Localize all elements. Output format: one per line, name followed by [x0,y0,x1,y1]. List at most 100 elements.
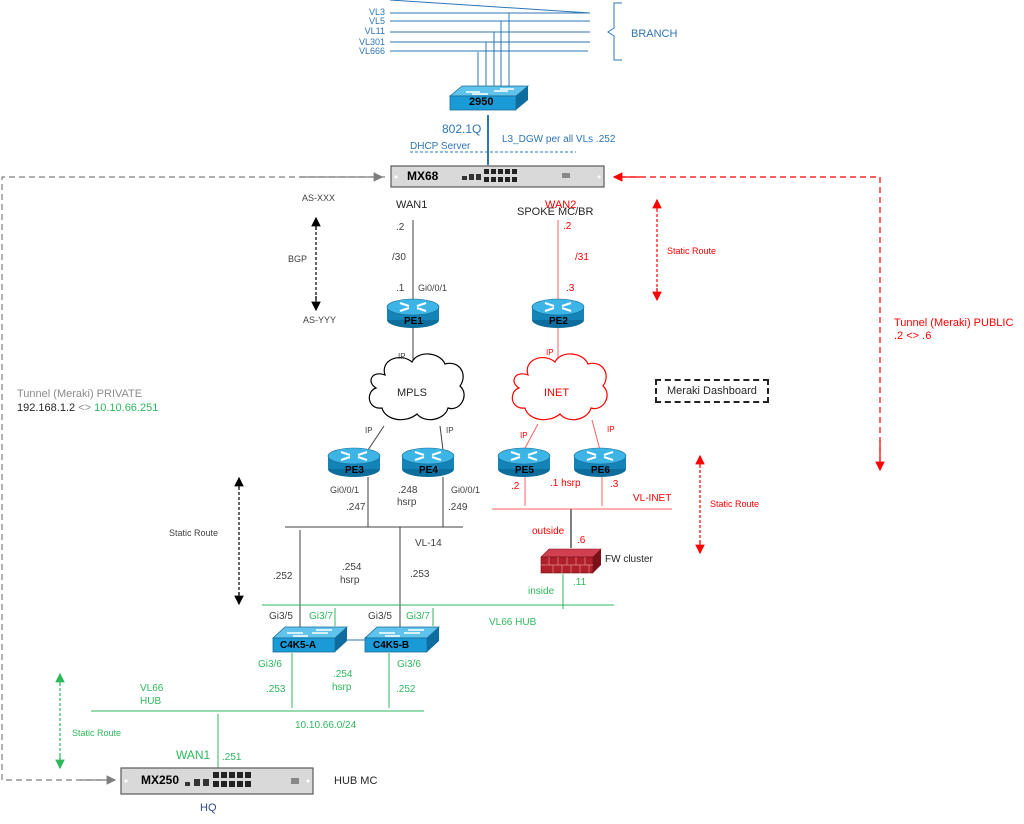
router-pe4-shape [401,447,455,477]
switch-2950-label: 2950 [469,96,494,108]
public-tunnel-title: Tunnel (Meraki) PUBLIC [894,317,1014,329]
router-pe1-label[interactable]: PE1 [404,316,423,327]
router-pe1-shape [386,298,440,328]
fw-outside-label: outside [532,526,565,537]
inet-cloud-label: INET [544,387,570,399]
router-pe2-label[interactable]: PE2 [549,316,568,327]
c4k-b-uplink-iface: Gi3/5 [368,611,392,622]
vlan-label-vl3: VL3 [368,7,385,17]
pe2-ip: .3 [566,283,575,294]
mx250-appliance-shape [120,767,314,795]
spoke-role-label: SPOKE MC/BR [517,206,594,218]
branch-brace [607,2,622,61]
c4k-b-down-iface: Gi3/6 [397,659,421,670]
switch-2950-shape [448,85,530,111]
vlan-label-vl5: VL5 [368,16,385,26]
router-pe3-shape [327,447,381,477]
router-pe5-shape [497,447,551,477]
pe3-interface: Gi0/0/1 [330,485,360,495]
pe3-ip: .247 [346,502,366,513]
c4k-b-uplink-ip: .253 [410,569,430,580]
mpls-cloud [368,353,465,421]
private-tunnel-detail: 192.168.1.2 <> 10.10.66.251 [17,403,158,414]
trunk-label: 802.1Q [442,122,482,136]
vlan-label-vl301: VL301 [358,37,385,47]
pe1-ip: .1 [396,283,405,294]
vl-inet-label: VL-INET [633,493,672,504]
fw-inside-label: inside [528,586,555,597]
ip-label-mpls-pe3: IP [365,426,373,435]
meraki-dashboard-box[interactable]: Meraki Dashboard [655,379,769,403]
vlan-line-vl3 [389,0,591,14]
c4k-a-down-iface: Gi3/6 [258,659,282,670]
branch-vlan-lines [389,0,591,88]
router-pe4-label[interactable]: PE4 [419,465,438,476]
router-pe6-shape [573,447,627,477]
pe5-ip: .2 [511,481,520,492]
vl14-label: VL-14 [415,538,442,549]
c4k-b-hub-iface: Gi3/7 [406,611,430,622]
ip-label-pe2-inet: IP [546,348,554,357]
public-tunnel-detail: .2 <> .6 [894,330,932,342]
pe4-interface: Gi0/0/1 [451,485,481,495]
firewall-shape [540,548,602,574]
c4k-hsrp-label: hsrp [340,575,360,586]
hq-label: HQ [200,802,217,814]
bgp-label: BGP [288,254,308,264]
pe6-ip: .3 [610,479,619,490]
private-tunnel-title: Tunnel (Meraki) PRIVATE [17,388,143,400]
down-hsrp-ip: .254 [333,669,353,680]
down-hsrp-label: hsrp [332,682,352,693]
static-route-label-right-top: Static Route [667,246,717,256]
wan2-label: WAN2 [545,199,577,211]
wan2-mask: /31 [575,252,589,263]
vl66-lower-label-1: VL66 [140,683,164,694]
dhcp-server-label: DHCP Server [410,141,471,152]
private-tunnel-left-ip: 192.168.1.2 [17,402,76,414]
static-route-label-middle: Static Route [169,528,219,538]
mpls-hsrp-label: hsrp [397,497,417,508]
hub-wan1-ip: .251 [222,752,242,763]
private-tunnel-separator: <> [78,402,92,414]
wan1-mask: /30 [392,252,406,263]
public-tunnel-path [620,176,881,468]
switch-c4k5-a-shape [271,626,349,653]
c4k-a-hub-iface: Gi3/7 [309,611,333,622]
switch-c4k5-b-label[interactable]: C4K5-B [373,640,410,651]
inet-cloud [511,353,608,421]
router-pe3-label[interactable]: PE3 [345,465,364,476]
as-bottom-label: AS-YYY [303,315,337,325]
router-pe2-shape [531,298,585,328]
router-pe5-label[interactable]: PE5 [515,465,534,476]
switch-c4k5-b-shape [363,626,441,653]
fw-outside-ip: .6 [577,535,586,546]
branch-label: BRANCH [631,28,678,40]
vlan-label-vl11: VL11 [364,26,385,36]
vl66-lower-label-2: HUB [140,696,162,707]
fw-cluster-label[interactable]: FW cluster [605,554,653,565]
as-top-label: AS-XXX [302,193,336,203]
pe4-ip: .249 [448,502,468,513]
router-pe6-label[interactable]: PE6 [591,465,610,476]
c4k-a-uplink-ip: .252 [273,571,293,582]
ip-label-inet-pe6: IP [607,425,615,434]
static-route-label-hub: Static Route [72,728,122,738]
static-route-label-right-bottom: Static Route [710,499,760,509]
mx68-label[interactable]: MX68 [407,169,439,183]
mx250-label[interactable]: MX250 [141,773,180,787]
hub-role-label: HUB MC [334,775,378,787]
c4k-a-down-ip: .253 [266,684,286,695]
switch-c4k5-a-label[interactable]: C4K5-A [280,640,317,651]
mx68-appliance-shape [390,165,605,188]
wan2-ip: .2 [563,221,572,232]
c4k-hsrp-ip: .254 [342,562,362,573]
ip-label-mpls-pe4: IP [446,426,454,435]
pe1-interface: Gi0/0/1 [418,283,448,293]
inet-hsrp-label: .1 hsrp [550,478,581,489]
hub-wan1-label: WAN1 [176,748,211,762]
l3-dgw-label: L3_DGW per all VLs .252 [502,134,616,145]
c4k-a-uplink-iface: Gi3/5 [269,611,293,622]
c4k-b-down-ip: .252 [396,684,416,695]
